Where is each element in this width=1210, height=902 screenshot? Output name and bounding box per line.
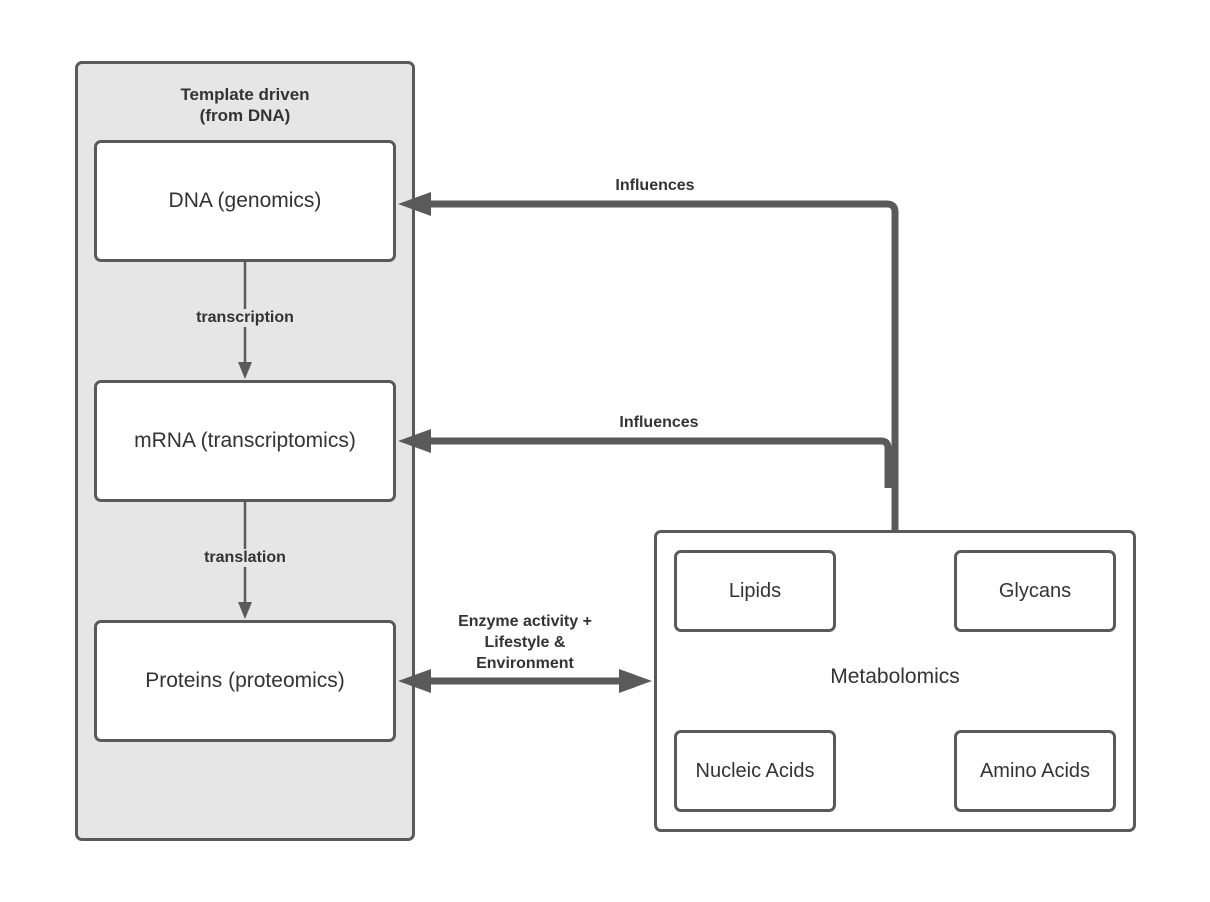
mrna-node-label: mRNA (transcriptomics) [134,429,356,452]
glycans-node: Glycans [954,550,1116,632]
proteins-node: Proteins (proteomics) [94,620,396,742]
amino-acids-label: Amino Acids [979,759,1091,782]
nucleic-acids-node: Nucleic Acids [674,730,836,812]
lipids-node: Lipids [674,550,836,632]
panel-title: Template driven (from DNA) [180,85,310,125]
transcription-label: transcription [175,309,315,327]
influences-mrna-connector [425,437,892,488]
enzyme-activity-label: Enzyme activity + Lifestyle & Environmen… [458,613,592,672]
influences-dna-label: Influences [615,177,695,194]
glycans-label: Glycans [998,579,1072,602]
influences-mrna-label: Influences [619,414,699,431]
nucleic-acids-label: Nucleic Acids [695,759,815,782]
dna-node: DNA (genomics) [94,140,396,262]
dna-node-label: DNA (genomics) [168,189,322,212]
metabolomics-label: Metabolomics [830,665,960,688]
influences-dna-connector [425,200,899,535]
mrna-node: mRNA (transcriptomics) [94,380,396,502]
proteins-node-label: Proteins (proteomics) [145,669,345,692]
amino-acids-node: Amino Acids [954,730,1116,812]
translation-label: translation [180,549,310,567]
lipids-label: Lipids [728,579,782,602]
